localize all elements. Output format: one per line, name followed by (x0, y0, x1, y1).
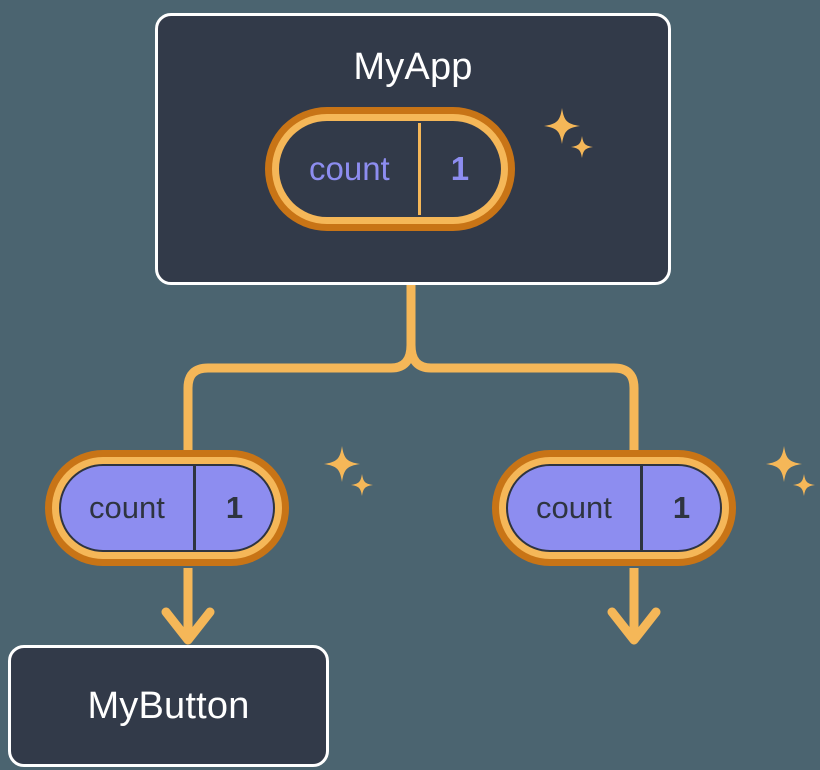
connector-branch-left (183, 340, 416, 455)
state-value-label: 1 (192, 466, 273, 550)
state-value-label: 1 (639, 466, 720, 550)
pill-outer-ring: count 1 (492, 450, 737, 566)
sparkle-large-icon (324, 446, 360, 482)
pill-body: count 1 (506, 464, 723, 552)
component-card-mybutton-left[interactable]: MyButton (8, 645, 329, 767)
sparkle-small-icon (351, 474, 373, 496)
state-key-label: count (309, 150, 390, 187)
component-title-myapp: MyApp (353, 46, 473, 88)
pill-inner-ring: count 1 (272, 114, 509, 224)
pill-outer-ring: count 1 (45, 450, 290, 566)
state-value-label: 1 (417, 123, 499, 215)
pill-outer-ring: count 1 (265, 107, 516, 231)
pill-inner-ring: count 1 (52, 457, 283, 559)
connector-branch-right (406, 340, 639, 455)
state-pill-right[interactable]: count 1 (492, 450, 737, 566)
arrow-head-left-icon (161, 607, 215, 645)
sparkle-small-icon (793, 474, 815, 496)
arrow-head-right-icon (607, 607, 661, 645)
sparkle-large-icon (766, 446, 802, 482)
pill-inner-ring: count 1 (499, 457, 730, 559)
state-pill-myapp[interactable]: count 1 (265, 107, 516, 231)
sparkle-group-left (324, 446, 373, 496)
state-key-label: count (89, 490, 165, 525)
pill-body: count 1 (279, 121, 502, 217)
sparkle-group-right (766, 446, 815, 496)
state-pill-left[interactable]: count 1 (45, 450, 290, 566)
component-title-mybutton-left: MyButton (87, 684, 250, 727)
pill-body: count 1 (59, 464, 276, 552)
state-key-label: count (536, 490, 612, 525)
